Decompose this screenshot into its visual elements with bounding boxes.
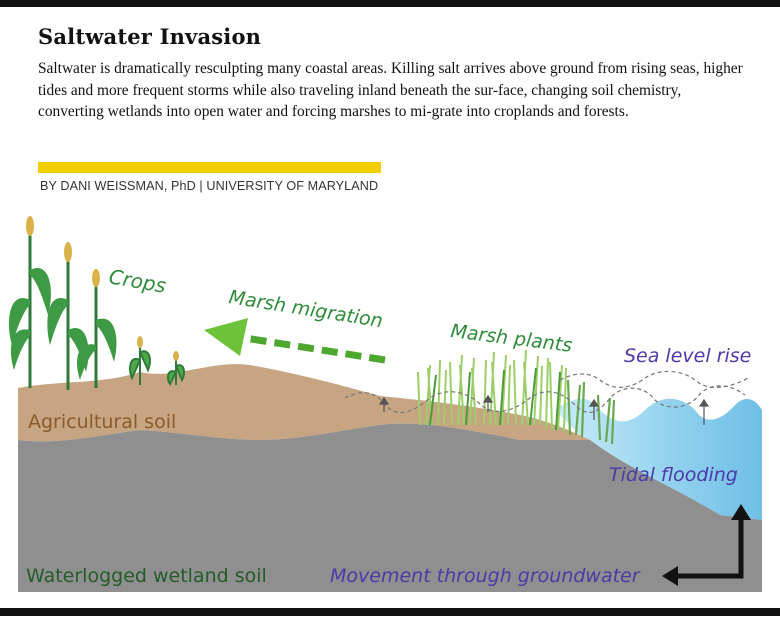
- marsh-plants-label: Marsh plants: [449, 320, 573, 357]
- waterlogged-soil-label: Waterlogged wetland soil: [26, 565, 267, 587]
- sea-level-dashed-line-2: [560, 371, 748, 387]
- accent-bar: [38, 162, 381, 173]
- description-text: Saltwater is dramatically resculpting ma…: [38, 58, 744, 123]
- bottom-rule: [0, 608, 780, 616]
- sea-level-rise-label: Sea level rise: [624, 345, 751, 367]
- tidal-flooding-label: Tidal flooding: [609, 464, 738, 486]
- agricultural-soil-label: Agricultural soil: [28, 411, 176, 433]
- page-title: Saltwater Invasion: [38, 24, 261, 49]
- groundwater-label: Movement through groundwater: [330, 565, 641, 587]
- top-rule: [0, 0, 780, 7]
- marsh-migration-label: Marsh migration: [227, 286, 384, 332]
- saltwater-diagram: Crops Marsh migration Marsh plants Sea l…: [0, 200, 780, 600]
- crops-label: Crops: [107, 264, 168, 298]
- corn-plants: [9, 216, 184, 390]
- byline: BY DANI WEISSMAN, PhD | UNIVERSITY OF MA…: [40, 179, 378, 193]
